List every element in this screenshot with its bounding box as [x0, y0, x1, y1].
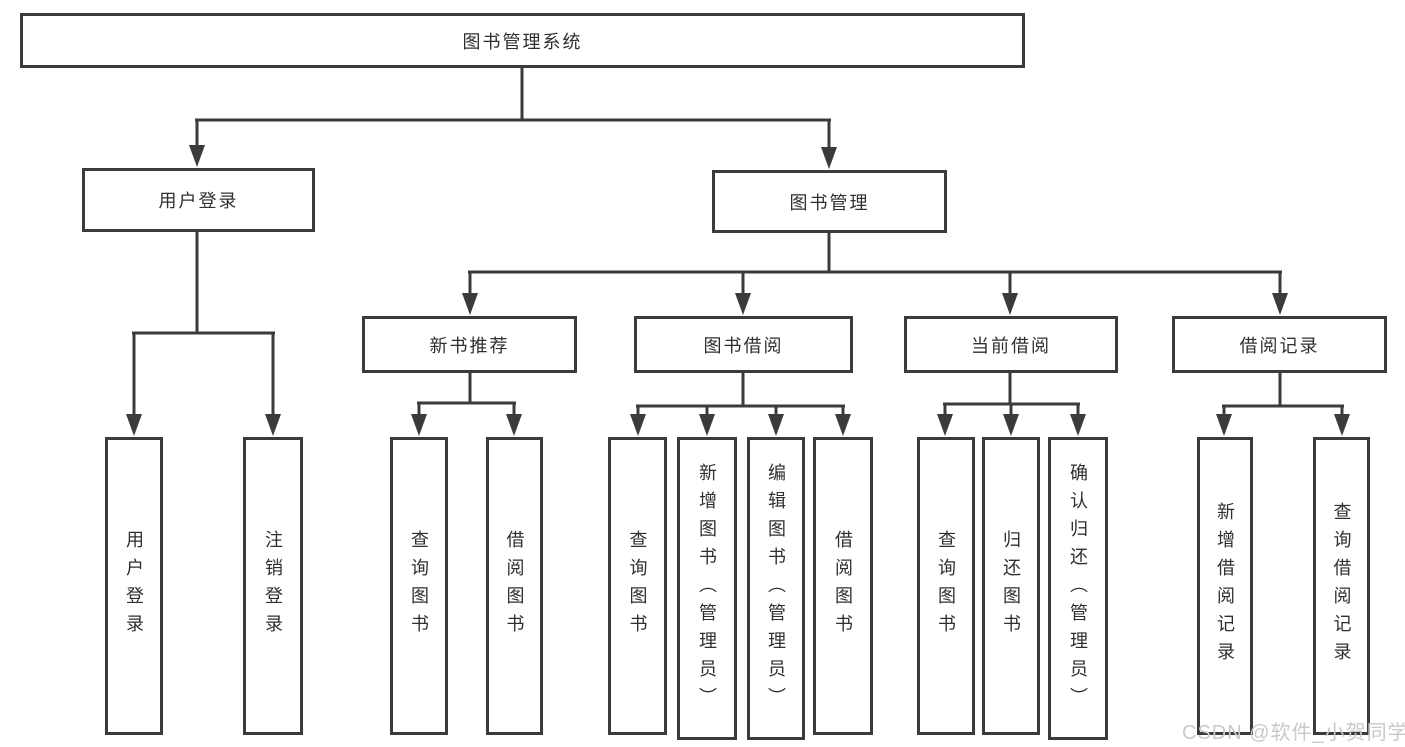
leaf-label: 新增借阅记录 — [1215, 502, 1235, 670]
node-new-book-recommend: 新书推荐 — [362, 316, 577, 373]
leaf-add-borrow-record: 新增借阅记录 — [1197, 437, 1253, 735]
node-label: 图书管理系统 — [462, 31, 583, 52]
node-label: 当前借阅 — [971, 335, 1051, 356]
node-label: 新书推荐 — [429, 335, 510, 356]
leaf-label: 查询借阅记录 — [1331, 502, 1352, 670]
leaf-label: 注销登录 — [263, 530, 283, 642]
leaf-label: 归还图书 — [1001, 530, 1021, 642]
csdn-watermark: CSDN @软件_小贺同学 — [1182, 722, 1405, 744]
leaf-label: 借阅图书 — [833, 530, 853, 642]
leaf-add-book-admin: 新增图书（管理员） — [677, 437, 737, 740]
leaf-label: 编辑图书（管理员） — [766, 462, 786, 715]
leaf-label: 用户登录 — [124, 530, 144, 642]
node-current-borrow: 当前借阅 — [904, 316, 1118, 373]
leaf-borrow-books: 借阅图书 — [486, 437, 543, 735]
leaf-user-login: 用户登录 — [105, 437, 163, 735]
leaf-label: 确认归还（管理员） — [1068, 462, 1088, 715]
node-label: 图书管理 — [789, 192, 870, 213]
node-label: 图书借阅 — [703, 335, 784, 356]
node-user-login: 用户登录 — [82, 168, 315, 232]
node-borrow-records: 借阅记录 — [1172, 316, 1387, 373]
leaf-edit-book-admin: 编辑图书（管理员） — [747, 437, 805, 740]
leaf-label: 借阅图书 — [504, 530, 525, 642]
node-library-system: 图书管理系统 — [20, 13, 1025, 68]
leaf-label: 新增图书（管理员） — [697, 462, 717, 715]
leaf-return-books: 归还图书 — [982, 437, 1040, 735]
leaf-logout-login: 注销登录 — [243, 437, 303, 735]
leaf-query-borrow-record: 查询借阅记录 — [1313, 437, 1370, 735]
leaf-borrow-books: 借阅图书 — [813, 437, 873, 735]
leaf-query-books: 查询图书 — [608, 437, 667, 735]
leaf-label: 查询图书 — [627, 530, 648, 642]
leaf-query-books: 查询图书 — [917, 437, 975, 735]
node-label: 用户登录 — [158, 191, 239, 211]
node-book-borrow: 图书借阅 — [634, 316, 853, 373]
leaf-label: 查询图书 — [936, 530, 956, 642]
node-label: 借阅记录 — [1239, 335, 1320, 356]
leaf-confirm-return-admin: 确认归还（管理员） — [1048, 437, 1108, 740]
leaf-label: 查询图书 — [409, 530, 429, 642]
leaf-query-books: 查询图书 — [390, 437, 448, 735]
node-book-management: 图书管理 — [712, 170, 947, 233]
arrowhead — [189, 145, 205, 167]
